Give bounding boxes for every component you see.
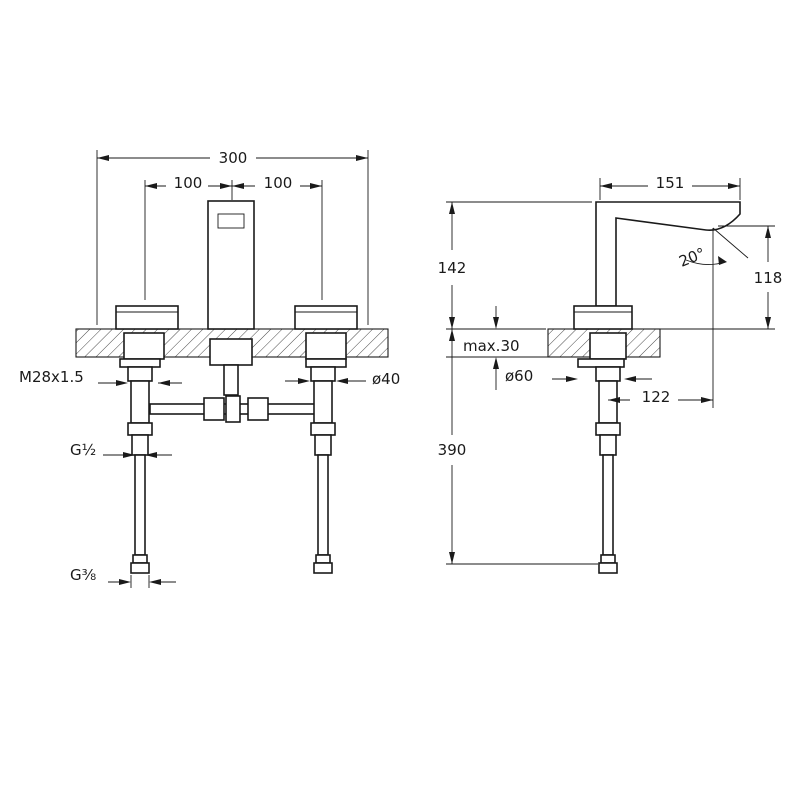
right-valve-body bbox=[305, 332, 347, 360]
right-hose bbox=[317, 454, 329, 556]
dim-max-counter: max.30 bbox=[463, 337, 520, 355]
side-handle bbox=[573, 305, 633, 330]
dim-hose-length: 390 bbox=[438, 441, 467, 459]
dim-spout-height: 142 bbox=[438, 259, 467, 277]
dim-spout-reach: 151 bbox=[656, 174, 685, 192]
dim-right-spacing: 100 bbox=[264, 174, 293, 192]
dim-spout-angle: 20° bbox=[676, 244, 707, 271]
left-valve-body bbox=[123, 332, 165, 360]
centre-body bbox=[209, 338, 253, 366]
left-hose bbox=[134, 454, 146, 556]
dim-outlet-offset: 122 bbox=[642, 388, 671, 406]
label-inlet-three-eighths: G⅜ bbox=[70, 566, 96, 584]
dim-left-spacing: 100 bbox=[174, 174, 203, 192]
right-handle bbox=[294, 305, 358, 330]
dim-hole-diameter: ø60 bbox=[505, 367, 533, 385]
spout-outlet bbox=[217, 213, 245, 229]
label-diameter: ø40 bbox=[372, 370, 400, 388]
front-view: 300 100 100 M28x1.5 ø40 G½ G⅜ bbox=[19, 149, 400, 588]
side-spout bbox=[595, 201, 741, 307]
side-view: 151 142 118 20° max.30 ø60 bbox=[438, 174, 783, 574]
spout-body bbox=[207, 200, 255, 330]
dim-overall-width: 300 bbox=[219, 149, 248, 167]
dim-outlet-height: 118 bbox=[754, 269, 783, 287]
left-handle bbox=[115, 305, 179, 330]
label-inlet-half: G½ bbox=[70, 441, 96, 459]
side-hose bbox=[602, 454, 614, 556]
label-thread: M28x1.5 bbox=[19, 368, 84, 386]
